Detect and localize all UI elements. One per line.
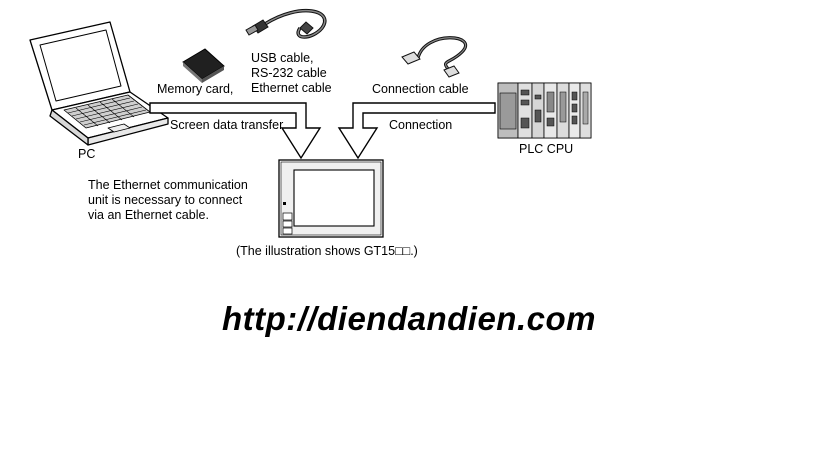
ethernet-note: The Ethernet communication unit is neces…: [88, 178, 248, 222]
connection-cable-icon: [401, 36, 467, 78]
laptop-pc-icon: [29, 21, 169, 146]
usb-cable-icon: [245, 8, 327, 39]
pc-label: PC: [78, 147, 96, 161]
cable-group-label: USB cable, RS-232 cable Ethernet cable: [251, 51, 332, 95]
screen-data-transfer-label: Screen data transfer: [170, 118, 284, 132]
screen-data-transfer-arrow: [149, 102, 322, 160]
plc-cpu-icon: [497, 82, 592, 139]
connection-cable-label: Connection cable: [372, 82, 469, 96]
memory-card-label: Memory card,: [157, 82, 234, 96]
plc-cpu-label: PLC CPU: [519, 142, 574, 156]
got-panel-icon: [278, 159, 384, 238]
memory-card-icon: [182, 48, 225, 83]
watermark-url: http://diendandien.com: [222, 300, 596, 337]
connection-arrow: [337, 102, 496, 160]
illustration-caption: (The illustration shows GT15□□.): [236, 244, 418, 258]
connection-label: Connection: [389, 118, 453, 132]
